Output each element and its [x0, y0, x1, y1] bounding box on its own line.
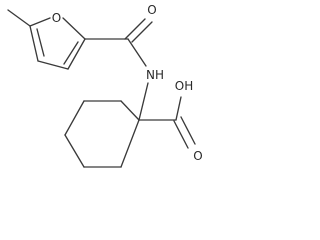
furan-bond-c2-c3: [67, 38, 86, 70]
furan-bond-c5-o: [29, 17, 51, 27]
furan-double-bond-c4-c5-inner: [36, 28, 45, 57]
furan-bond-c3-c4: [37, 60, 69, 70]
bond-acid-carbon-to-oh: [175, 96, 182, 121]
acid-carbonyl-double-bond-a: [173, 120, 189, 149]
acid-hydroxyl-label: OH: [175, 79, 193, 93]
cyclohexane-bond-4: [64, 134, 85, 168]
cyclohexane-bond-6: [120, 119, 140, 168]
acid-carbonyl-double-bond-b: [180, 116, 196, 145]
chemical-structure: O O NH OH O: [7, 3, 203, 168]
amide-nh-label: NH: [146, 68, 164, 82]
bond-carbonyl-to-nh: [127, 38, 147, 67]
furan-bond-o-c2: [62, 17, 86, 40]
furan-bond-c4-c5: [29, 25, 39, 62]
bond-nh-to-cyclohexane: [138, 82, 149, 121]
furan-oxygen-label: O: [52, 11, 61, 25]
cyclohexane-bond-1: [120, 100, 140, 121]
cyclohexane-bond-3: [64, 100, 85, 136]
methyl-bond: [7, 9, 31, 27]
carbonyl-double-bond-a: [124, 18, 146, 40]
carbonyl-oxygen-label: O: [147, 3, 156, 17]
furan-double-bond-c2-c3-inner: [63, 41, 79, 65]
carbonyl-double-bond-b: [131, 21, 153, 43]
acid-carbonyl-oxygen-label: O: [193, 149, 202, 163]
